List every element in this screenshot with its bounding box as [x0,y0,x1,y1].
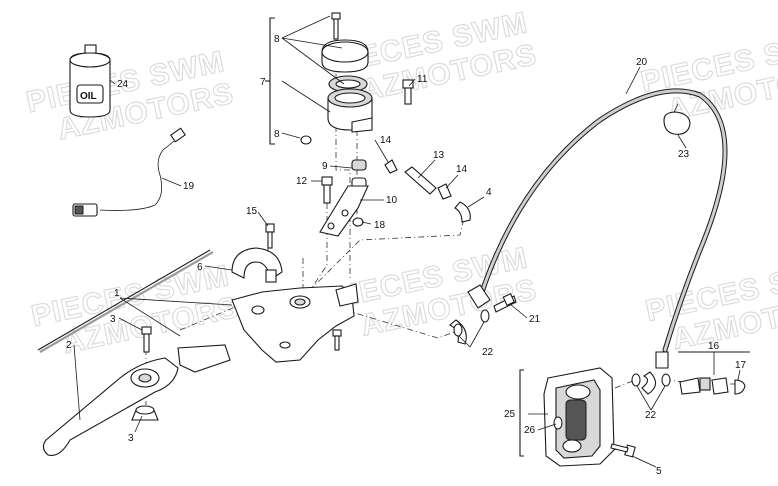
callout-5: 6 [197,262,203,273]
callout-22-right: 22 [645,410,657,421]
brake-lever [42,326,231,456]
callout-1: 1 [114,288,120,299]
leader-lines [73,15,741,468]
callout-3-top: 3 [110,314,116,325]
callout-7: 7 [260,77,266,88]
callout-20: 20 [636,57,648,68]
callout-8-bottom: 8 [274,129,280,140]
brake-caliper [543,367,636,467]
callout-26: 26 [524,425,536,436]
brake-switch [72,127,186,217]
callout-13: 13 [433,150,445,161]
callout-8-top: 8 [274,34,280,45]
callout-15: 15 [246,206,258,217]
callout-2: 2 [66,340,72,351]
callout-14-left: 14 [380,135,392,146]
oil-label: OIL [80,91,97,102]
callout-6: 5 [656,466,662,477]
brake-hose [449,88,728,395]
callout-9: 9 [322,161,328,172]
bleed-fittings [679,377,746,395]
callout-10: 10 [386,195,398,206]
callout-12: 12 [296,176,308,187]
callout-21: 21 [529,314,541,325]
callout-19: 19 [183,181,195,192]
oil-bottle: OIL [69,44,111,118]
callout-14-right: 14 [456,164,468,175]
callout-24: 24 [117,79,129,90]
reservoir-hose [384,159,471,223]
callout-23: 23 [678,149,690,160]
callout-labels: 8 7 8 11 14 13 14 4 9 12 10 18 15 6 1 3 … [66,34,747,477]
watermark-group: PIECES SWM AZMOTORS PIECES SWM AZMOTORS … [23,6,778,361]
callout-4: 4 [486,187,492,198]
callout-11: 11 [417,74,428,85]
callout-25: 25 [504,409,516,420]
master-cylinder [231,223,359,363]
callout-18: 18 [374,220,386,231]
callout-17: 17 [735,360,747,371]
callout-16: 16 [708,341,720,352]
callout-22-left: 22 [482,347,494,358]
callout-3-bottom: 3 [128,433,134,444]
